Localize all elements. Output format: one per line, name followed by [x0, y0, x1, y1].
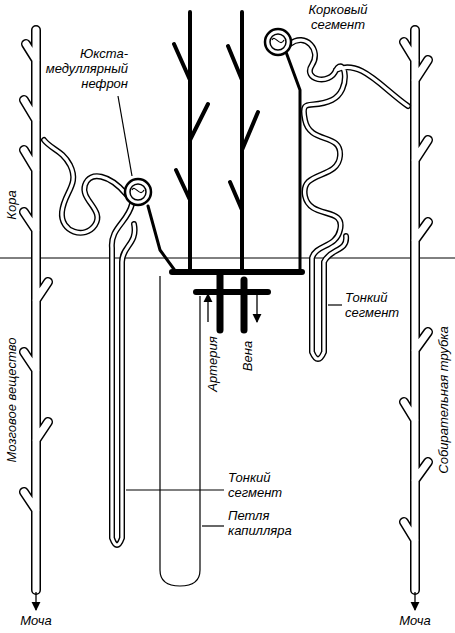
convoluted-tubule — [290, 40, 408, 359]
glomerulus — [272, 38, 284, 42]
urine-arrow — [414, 592, 415, 610]
collecting-duct — [24, 30, 48, 590]
urine-label: Моча — [393, 613, 437, 628]
flow-arrow — [207, 294, 208, 322]
vein-trunk — [241, 280, 248, 330]
vessel-label: Артерия — [205, 336, 220, 391]
collecting-duct — [404, 30, 428, 590]
leader-line — [328, 304, 342, 305]
glomerulus — [265, 29, 291, 55]
segment-label: Тонкий сегмент — [345, 290, 407, 320]
collecting-duct — [404, 30, 428, 590]
loop-of-henle — [112, 204, 135, 545]
leader-line — [202, 525, 224, 526]
afferent-vessel — [286, 52, 300, 272]
afferent-vessel — [148, 206, 176, 272]
region-label: Мозговое вещество — [4, 338, 19, 463]
duct-label: Собирательная трубка — [436, 326, 451, 473]
segment-label: Тонкий сегмент — [228, 470, 290, 500]
nephron-label: Юкста-медуллярный нефрон — [40, 46, 128, 91]
capillary-loop — [160, 276, 200, 586]
convoluted-tubule — [290, 40, 408, 359]
segment-label: Корковый сегмент — [300, 2, 376, 32]
glomerulus — [130, 184, 146, 200]
cortex-boundary — [0, 258, 455, 259]
leader-line — [118, 96, 132, 176]
interlobular-vessel — [228, 12, 258, 272]
glomerulus — [270, 34, 286, 50]
glomerulus — [125, 179, 151, 205]
capillary-label: Петля капилляра — [228, 508, 298, 538]
collecting-duct — [24, 30, 48, 590]
vessel-label: Вена — [240, 341, 255, 371]
interlobular-vessel — [174, 12, 208, 272]
glomerulus — [132, 188, 144, 192]
convoluted-tubule — [44, 140, 126, 233]
loop-of-henle — [112, 204, 135, 545]
urine-arrow — [35, 592, 36, 610]
flow-arrow — [256, 294, 257, 322]
leader-line — [126, 489, 224, 490]
region-label: Кора — [4, 190, 19, 219]
artery-trunk — [217, 275, 224, 330]
urine-label: Моча — [14, 613, 58, 628]
convoluted-tubule — [44, 140, 126, 233]
